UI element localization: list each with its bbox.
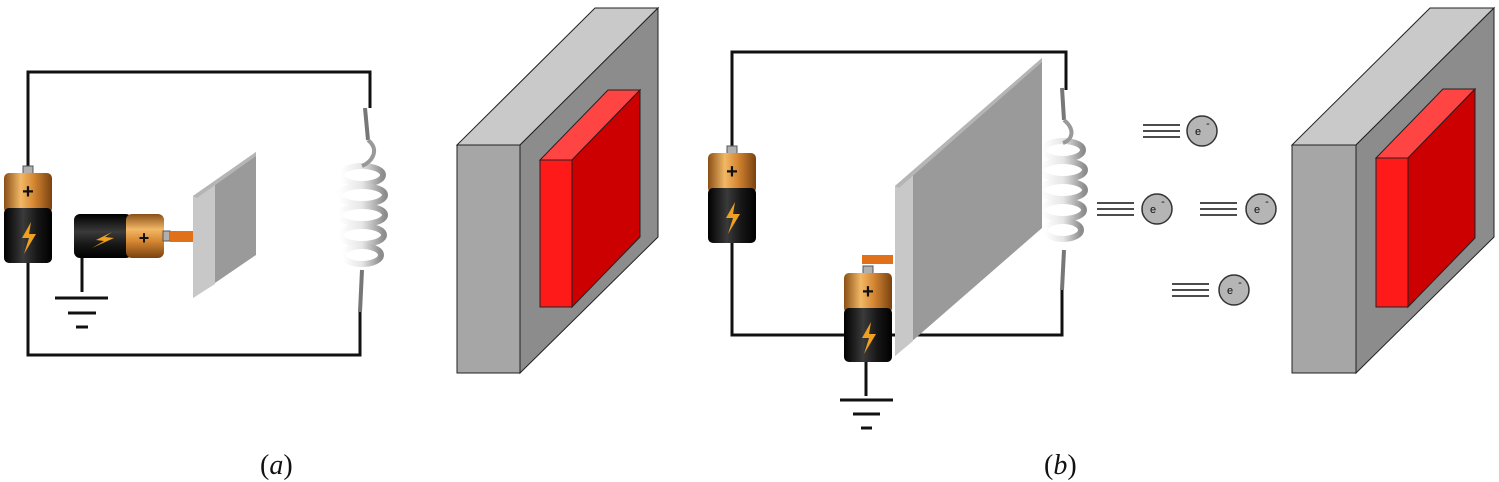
- circuit-wire-a: [26, 70, 372, 357]
- gray-plate: [193, 152, 256, 298]
- caption-a: (a): [260, 450, 293, 481]
- circuit-wire-b: [730, 50, 1068, 337]
- electron-icon: e -: [1143, 115, 1218, 147]
- svg-text:e: e: [1150, 204, 1156, 216]
- filament-coil-icon: [1038, 87, 1088, 291]
- battery-icon: +: [4, 165, 52, 263]
- ground-icon: [55, 258, 108, 329]
- svg-text:-: -: [1238, 277, 1242, 289]
- battery-icon: +: [844, 265, 892, 362]
- battery-icon: +: [74, 214, 171, 258]
- svg-text:-: -: [1265, 196, 1269, 208]
- electron-icon: e -: [1200, 193, 1277, 225]
- svg-text:-: -: [1161, 196, 1165, 208]
- caption-b: (b): [1044, 450, 1077, 481]
- connector: [170, 231, 196, 242]
- svg-text:e: e: [1254, 204, 1260, 216]
- anode-block: [455, 6, 660, 375]
- panel-a: + +: [4, 6, 660, 481]
- svg-text:+: +: [22, 181, 34, 203]
- electron-icon: e -: [1097, 193, 1173, 225]
- anode-block: [1290, 6, 1496, 375]
- ground-icon: [840, 362, 893, 430]
- svg-text:e: e: [1227, 285, 1233, 297]
- svg-text:-: -: [1206, 118, 1210, 130]
- connector: [862, 255, 893, 264]
- svg-text:+: +: [862, 281, 874, 303]
- electron-icon: e -: [1172, 274, 1250, 306]
- svg-text:+: +: [139, 228, 150, 248]
- svg-text:e: e: [1195, 126, 1201, 138]
- filament-coil-icon: [336, 107, 388, 313]
- svg-text:+: +: [726, 161, 738, 183]
- gray-plate: [895, 58, 1042, 356]
- battery-icon: +: [708, 145, 756, 243]
- panel-b: + +: [708, 6, 1496, 481]
